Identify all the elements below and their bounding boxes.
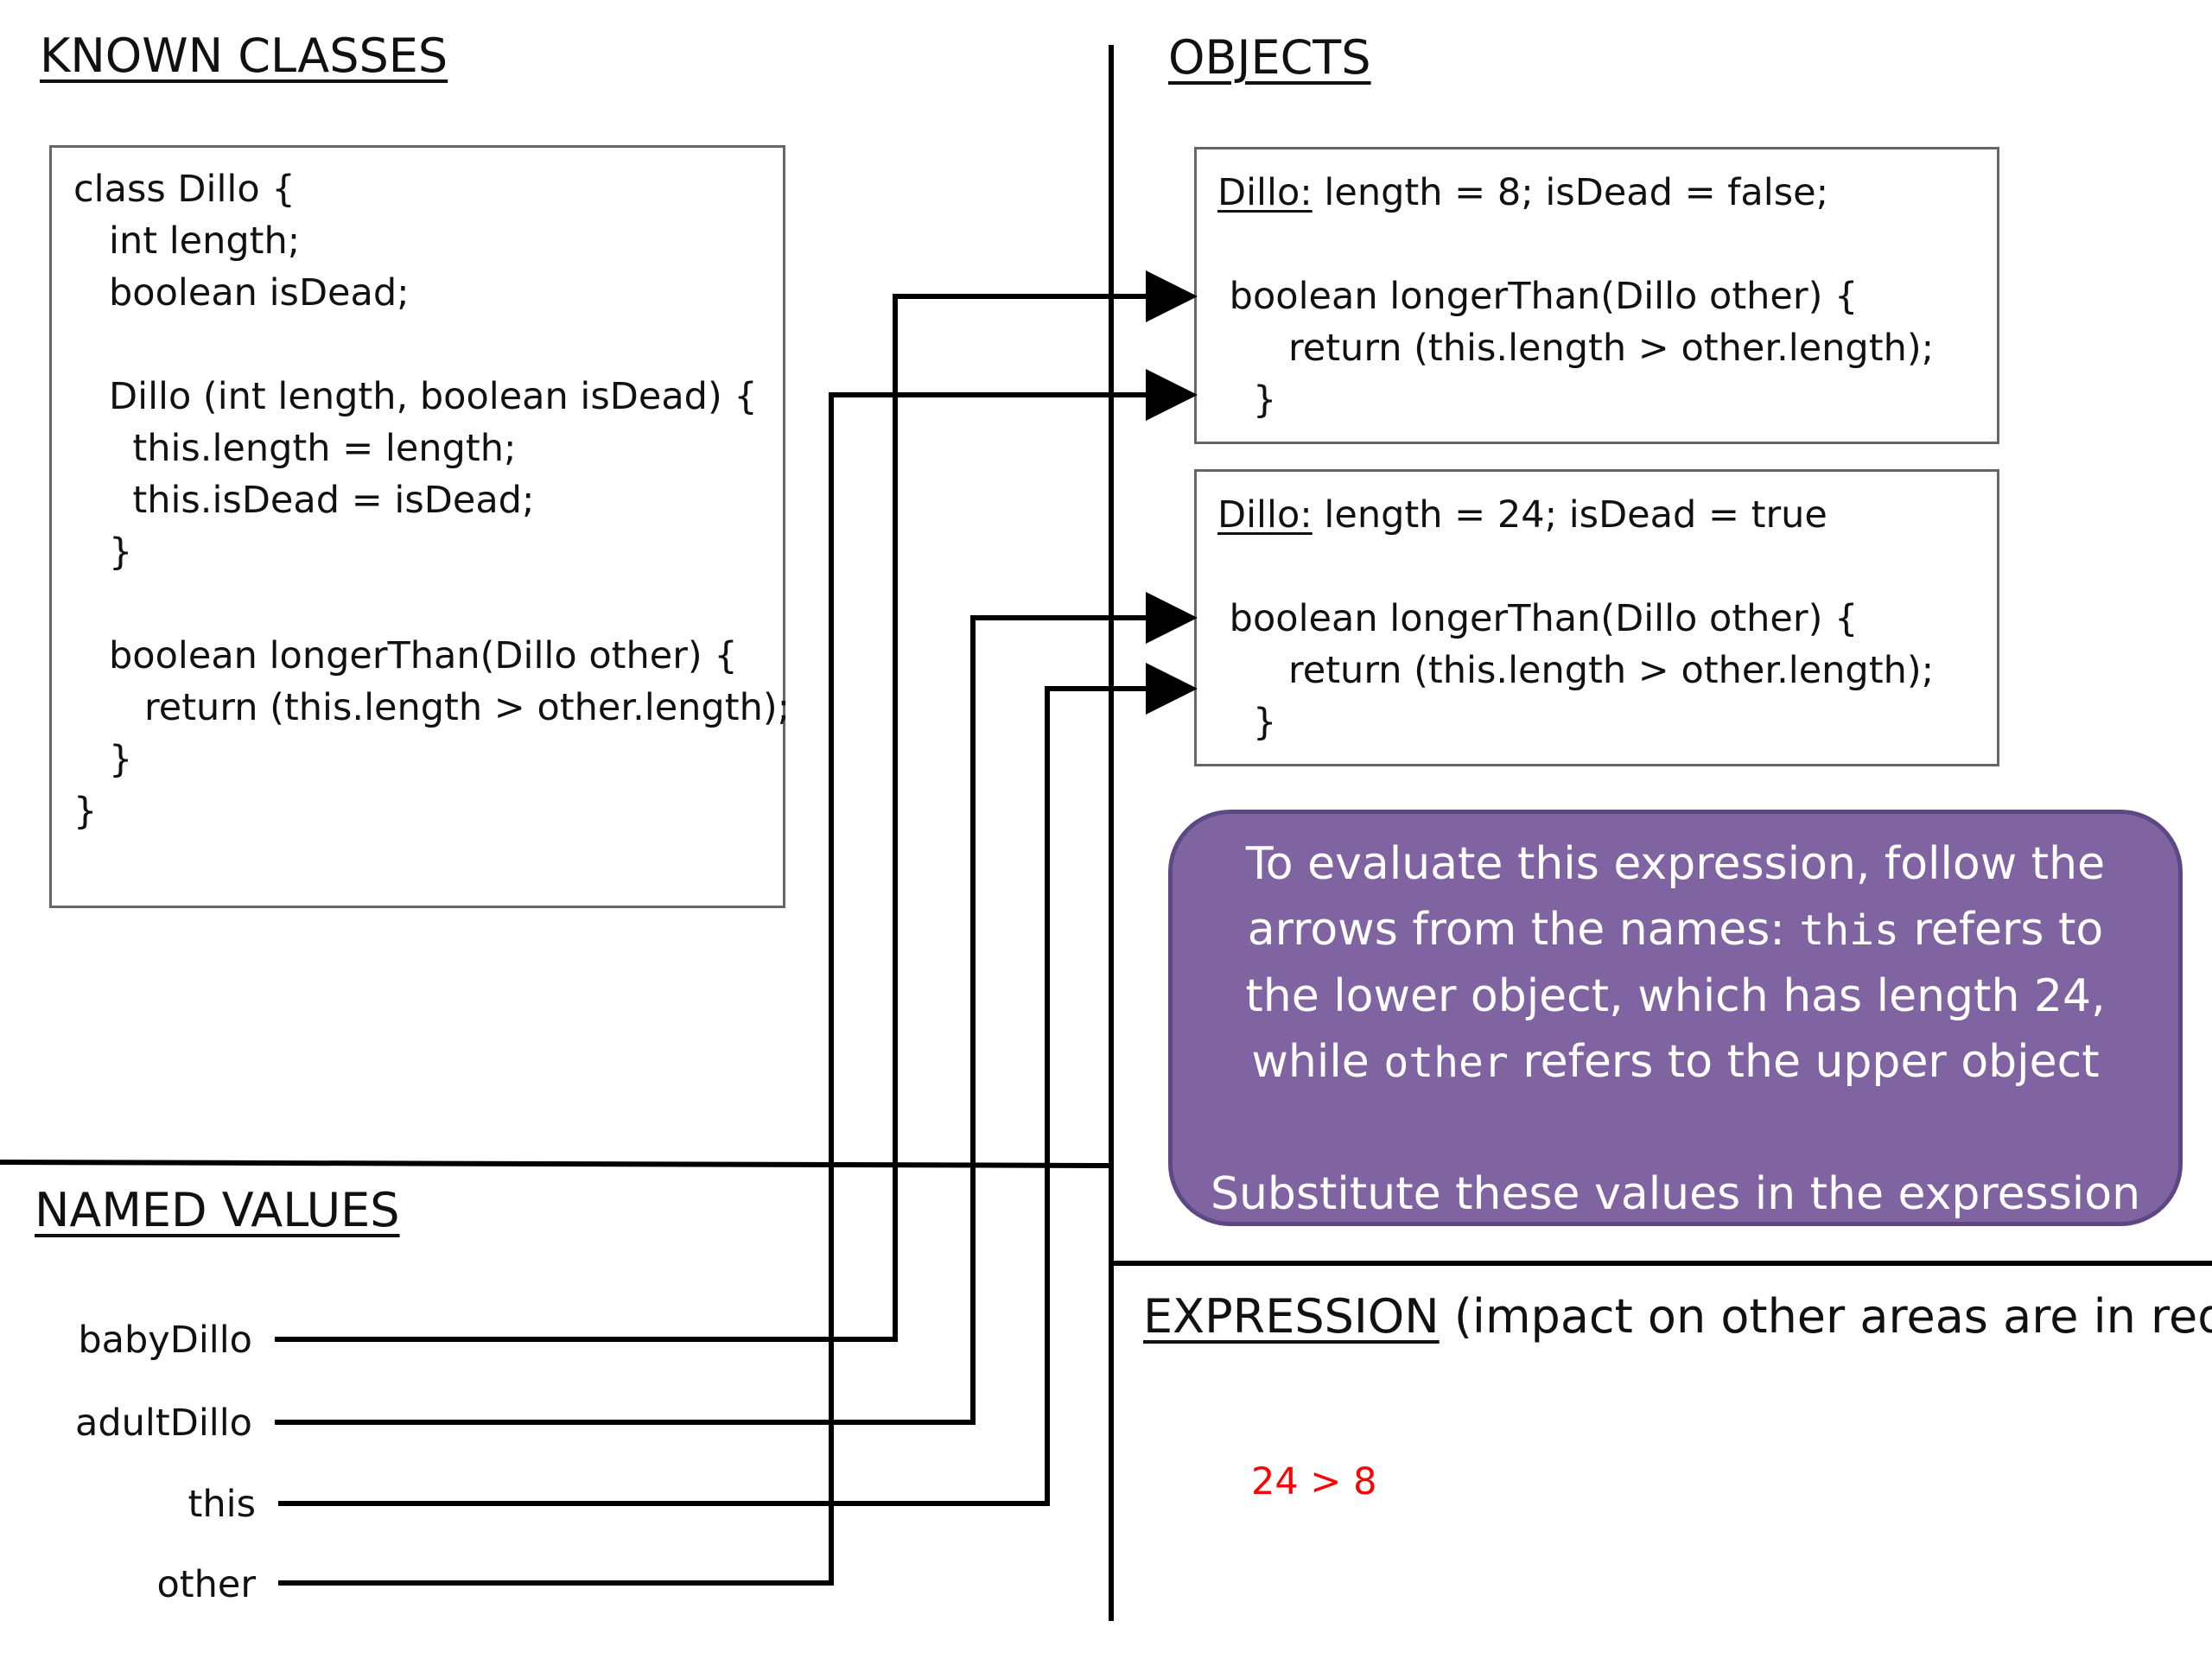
class-code-line: Dillo (int length, boolean isDead) {	[73, 375, 758, 418]
object-upper-values: length = 8; isDead = false;	[1312, 171, 1829, 214]
object-lower-method-line-3: }	[1217, 701, 1277, 744]
arrow-other	[278, 369, 1198, 1586]
class-code-line: boolean longerThan(Dillo other) {	[73, 634, 738, 677]
named-value-this: this	[188, 1483, 256, 1526]
named-value-other: other	[156, 1563, 256, 1606]
class-code-line: class Dillo {	[73, 168, 296, 211]
callout-line-1: To evaluate this expression, follow the	[1245, 838, 2106, 890]
object-upper-type: Dillo:	[1217, 171, 1313, 214]
objects-heading: OBJECTS	[1168, 30, 1371, 85]
object-upper-method-line-3: }	[1217, 378, 1277, 422]
explanation-callout: To evaluate this expression, follow the …	[1168, 810, 2183, 1226]
expression-title: EXPRESSION	[1143, 1289, 1440, 1344]
object-lower-method-line-2: return (this.length > other.length);	[1217, 649, 1935, 692]
named-values-divider	[0, 1160, 1112, 1168]
named-value-adultDillo: adultDillo	[75, 1402, 252, 1445]
class-code-line: this.length = length;	[73, 427, 517, 470]
object-upper-method-line-1: boolean longerThan(Dillo other) {	[1217, 275, 1859, 318]
callout-line-2: arrows from the names: this refers to	[1247, 904, 2104, 956]
class-code-line: boolean isDead;	[73, 271, 410, 315]
callout-line-5: Substitute these values in the expressio…	[1210, 1168, 2141, 1220]
object-box-upper: Dillo: length = 8; isDead = false; boole…	[1194, 147, 1999, 444]
arrow-adultDillo	[275, 592, 1198, 1425]
class-definition-box: class Dillo { int length; boolean isDead…	[49, 145, 790, 908]
class-code-line: this.isDead = isDead;	[73, 479, 535, 522]
callout-code-this: this	[1799, 906, 1899, 955]
class-code-line: return (this.length > other.length);	[73, 686, 791, 729]
class-code: class Dillo { int length; boolean isDead…	[73, 163, 790, 837]
object-lower-values: length = 24; isDead = true	[1312, 493, 1827, 537]
object-upper-method-line-2: return (this.length > other.length);	[1217, 327, 1935, 370]
named-values-heading: NAMED VALUES	[35, 1183, 400, 1237]
named-value-babyDillo: babyDillo	[78, 1319, 252, 1362]
expression-heading: EXPRESSION (impact on other areas are in…	[1143, 1294, 2212, 1340]
known-classes-heading: KNOWN CLASSES	[40, 29, 448, 83]
arrow-babyDillo	[275, 270, 1198, 1342]
object-upper-fields: Dillo: length = 8; isDead = false;	[1217, 167, 1828, 219]
expression-result: 24 > 8	[1251, 1460, 1377, 1503]
object-lower-method-line-1: boolean longerThan(Dillo other) {	[1217, 597, 1859, 640]
callout-line-3: the lower object, which has length 24,	[1245, 970, 2106, 1022]
arrow-this	[278, 663, 1198, 1506]
class-code-line: }	[73, 790, 98, 833]
class-code-line: }	[73, 531, 133, 574]
expression-note: (impact on other areas are in red)	[1439, 1289, 2212, 1344]
callout-line-4: while other refers to the upper object	[1251, 1036, 2100, 1088]
class-code-line: }	[73, 738, 133, 781]
class-code-line: int length;	[73, 219, 301, 263]
object-lower-type: Dillo:	[1217, 493, 1313, 537]
object-box-lower: Dillo: length = 24; isDead = true boolea…	[1194, 469, 1999, 766]
callout-code-other: other	[1383, 1039, 1509, 1087]
object-lower-fields: Dillo: length = 24; isDead = true	[1217, 489, 1827, 541]
